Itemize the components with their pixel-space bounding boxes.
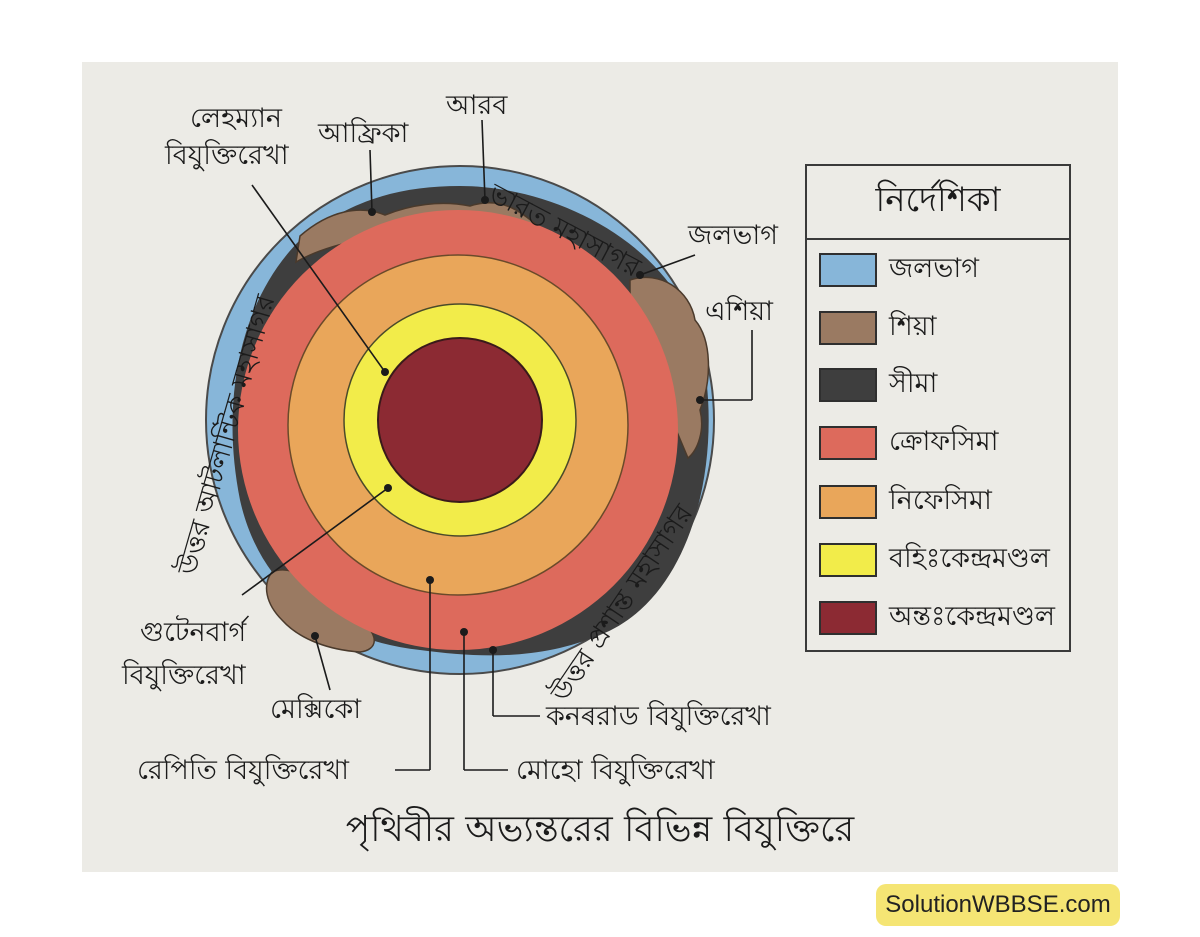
- label-arab: আরব: [446, 90, 508, 121]
- legend-label: নিফেসিমা: [889, 484, 992, 516]
- legend-swatch: [819, 426, 877, 460]
- legend-label: জলভাগ: [889, 252, 979, 284]
- legend-swatch: [819, 601, 877, 635]
- label-lehmann-line1: লেহম্যান: [190, 103, 283, 134]
- legend-item-crofesima: ক্রোফসিমা: [819, 421, 998, 465]
- label-water: জলভাগ: [688, 220, 778, 251]
- label-africa: আফ্রিকা: [318, 118, 409, 149]
- legend-item-water: জলভাগ: [819, 248, 979, 292]
- legend-swatch: [819, 311, 877, 345]
- label-gutenberg-line1: গুটেনবার্গ: [140, 617, 247, 648]
- label-conrad: কনৰরাড বিযুক্তিরেখা: [546, 701, 771, 732]
- label-asia: এশিয়া: [705, 296, 773, 327]
- legend-item-nifesima: নিফেসিমা: [819, 480, 992, 524]
- watermark-badge: SolutionWBBSE.com: [876, 884, 1120, 926]
- legend-item-inner-core: অন্তঃকেন্দ্রমণ্ডল: [819, 596, 1055, 640]
- legend-item-sima: সীমা: [819, 363, 937, 407]
- legend-box: নির্দেশিকা জলভাগ শিয়া সীমা ক্রোফসিমা নি…: [805, 164, 1071, 652]
- legend-swatch: [819, 485, 877, 519]
- legend-swatch: [819, 253, 877, 287]
- legend-label: সীমা: [889, 367, 938, 399]
- label-repiti: রেপিতি বিযুক্তিরেখা: [137, 755, 349, 786]
- pointer-lines: [241, 119, 753, 771]
- label-moho: মোহো বিযুক্তিরেখা: [516, 755, 715, 786]
- pointer-dots: [311, 196, 704, 654]
- layer-inner-core: [377, 337, 543, 503]
- legend-label: শিয়া: [889, 310, 937, 342]
- legend-label: বহিঃকেন্দ্রমণ্ডল: [889, 542, 1050, 574]
- label-mexico: মেক্সিকো: [270, 694, 362, 725]
- label-gutenberg-line2: বিযুক্তিরেখা: [122, 660, 246, 691]
- label-lehmann-line2: বিযুক্তিরেখা: [165, 140, 289, 171]
- legend-swatch: [819, 543, 877, 577]
- legend-title: নির্দেশিকা: [807, 166, 1069, 240]
- legend-label: ক্রোফসিমা: [889, 425, 999, 457]
- legend-swatch: [819, 368, 877, 402]
- legend-item-sial: শিয়া: [819, 306, 936, 350]
- diagram-title: পৃথিবীর অভ্যন্তরের বিভিন্ন বিযুক্তিরে: [345, 809, 855, 850]
- legend-label: অন্তঃকেন্দ্রমণ্ডল: [889, 600, 1055, 632]
- legend-item-outer-core: বহিঃকেন্দ্রমণ্ডল: [819, 538, 1050, 582]
